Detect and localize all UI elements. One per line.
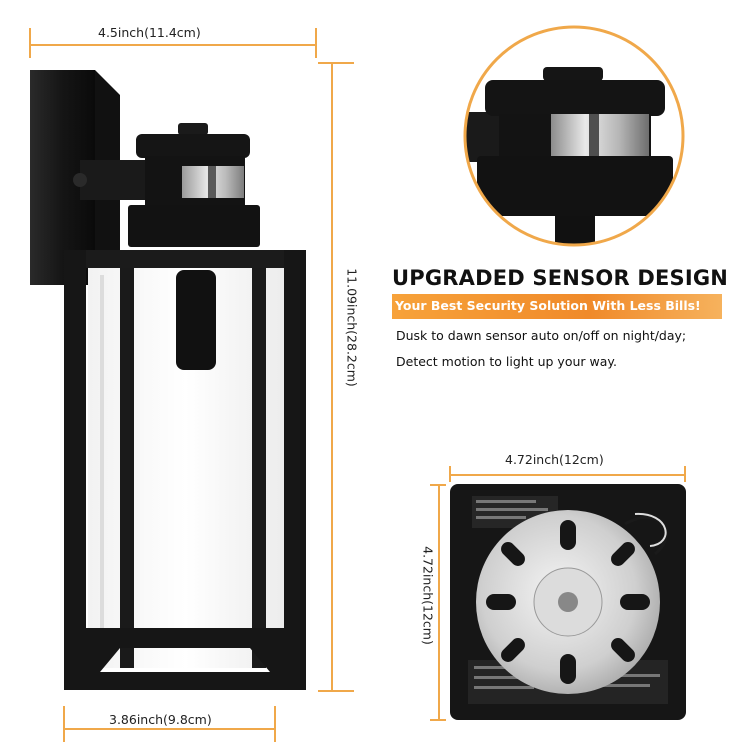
feature-line-2: Detect motion to light up your way. — [396, 354, 617, 369]
lamp-width-label: 4.5inch(11.4cm) — [98, 25, 201, 40]
lamp-width-line — [29, 44, 316, 46]
lamp-base-width-line — [63, 728, 275, 730]
plate-width-tick-left — [449, 466, 451, 482]
tagline-banner: Your Best Security Solution With Less Bi… — [392, 294, 722, 319]
plate-height-label: 4.72inch(12cm) — [420, 546, 436, 645]
wall-lantern-image — [30, 70, 306, 690]
lamp-height-line — [331, 62, 333, 690]
lamp-base-tick-left — [63, 706, 65, 742]
plate-width-label: 4.72inch(12cm) — [505, 452, 604, 467]
feature-line-1: Dusk to dawn sensor auto on/off on night… — [396, 328, 687, 343]
plate-width-tick-right — [684, 466, 686, 482]
plate-height-line — [438, 484, 440, 720]
lamp-height-tick-top — [318, 62, 354, 64]
feature-headline: UPGRADED SENSOR DESIGN — [392, 266, 729, 290]
lamp-width-tick-right — [315, 28, 317, 58]
plate-height-tick-bottom — [430, 719, 446, 721]
lamp-width-tick-left — [29, 28, 31, 58]
lamp-height-tick-bottom — [318, 690, 354, 692]
plate-width-line — [449, 474, 685, 476]
plate-height-tick-top — [430, 484, 446, 486]
sensor-closeup-image — [463, 25, 685, 247]
lamp-base-tick-right — [274, 706, 276, 742]
lamp-base-width-label: 3.86inch(9.8cm) — [109, 712, 212, 727]
mounting-plate-image — [450, 484, 686, 720]
tagline-text: Your Best Security Solution With Less Bi… — [395, 298, 701, 313]
